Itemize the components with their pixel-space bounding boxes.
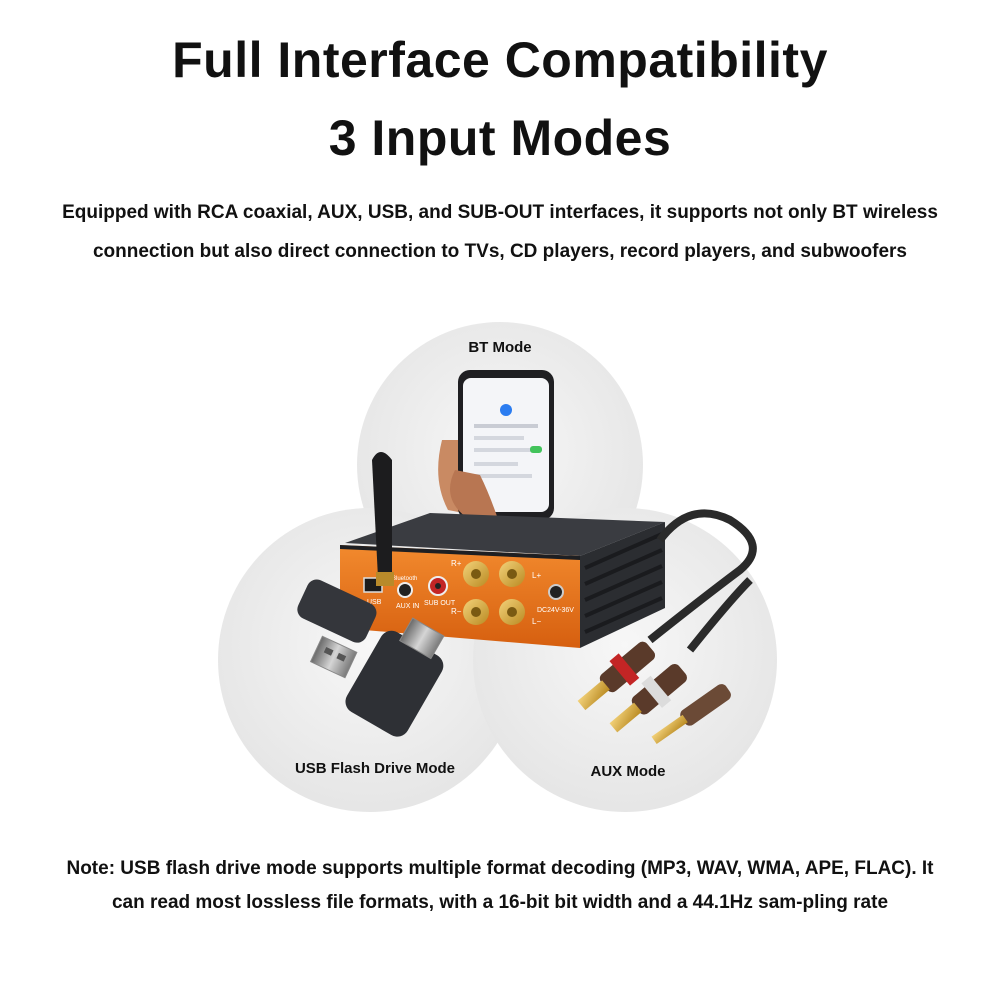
usb-flash-drives <box>297 579 445 737</box>
page-title: Full Interface Compatibility <box>172 32 828 88</box>
l-minus-label: L− <box>532 617 541 626</box>
amplifier-device <box>340 513 665 648</box>
antenna <box>372 452 394 586</box>
page-subtitle: 3 Input Modes <box>328 110 672 166</box>
usb-mode-label: USB Flash Drive Mode <box>294 760 456 777</box>
phone-in-hand <box>438 370 554 525</box>
rca-aux-cable <box>577 509 757 745</box>
aux-mode-label: AUX Mode <box>590 763 666 780</box>
bluetooth-label: Bluetooth <box>392 576 417 582</box>
sub-out-label: SUB OUT <box>424 600 456 607</box>
note-text: Note: USB flash drive mode supports mult… <box>66 858 934 913</box>
r-minus-label: R− <box>451 607 462 616</box>
usb-port-label: USB <box>367 599 382 606</box>
power-label: DC24V-36V <box>537 607 574 614</box>
r-plus-label: R+ <box>451 559 462 568</box>
l-plus-label: L+ <box>532 571 541 580</box>
description-text: Equipped with RCA coaxial, AUX, USB, and… <box>62 202 938 262</box>
aux-in-label: AUX IN <box>396 603 419 610</box>
bt-mode-label: BT Mode <box>468 339 532 356</box>
